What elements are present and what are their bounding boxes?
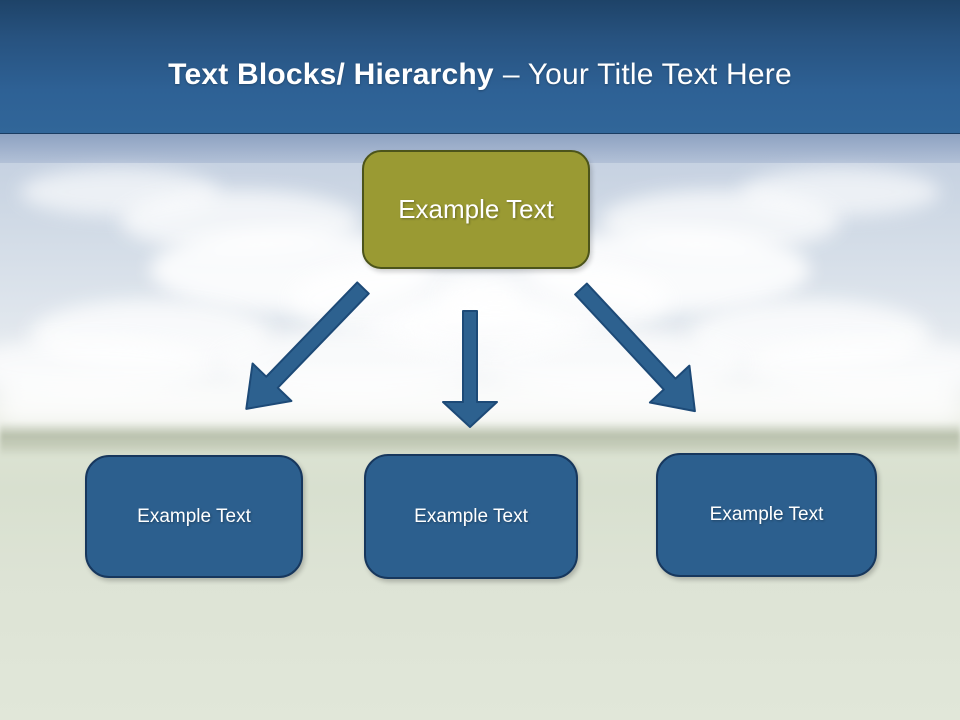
slide-title-placeholder: – Your Title Text Here bbox=[502, 57, 792, 91]
child-node-3[interactable]: Example Text bbox=[656, 453, 877, 577]
child-node-2[interactable]: Example Text bbox=[364, 454, 578, 579]
slide-title-main: Text Blocks/ Hierarchy bbox=[168, 57, 494, 91]
title-bar: Text Blocks/ Hierarchy– Your Title Text … bbox=[0, 0, 960, 134]
child-node-1[interactable]: Example Text bbox=[85, 455, 303, 578]
child-node-label: Example Text bbox=[414, 505, 528, 527]
horizon-glow bbox=[0, 376, 960, 424]
cloud bbox=[400, 298, 590, 354]
root-node-label: Example Text bbox=[398, 194, 554, 224]
treeline bbox=[0, 422, 960, 456]
child-node-label: Example Text bbox=[709, 504, 824, 525]
child-node-label: Example Text bbox=[137, 505, 251, 527]
root-node[interactable]: Example Text bbox=[362, 150, 590, 269]
slide-title[interactable]: Text Blocks/ Hierarchy– Your Title Text … bbox=[168, 58, 792, 92]
